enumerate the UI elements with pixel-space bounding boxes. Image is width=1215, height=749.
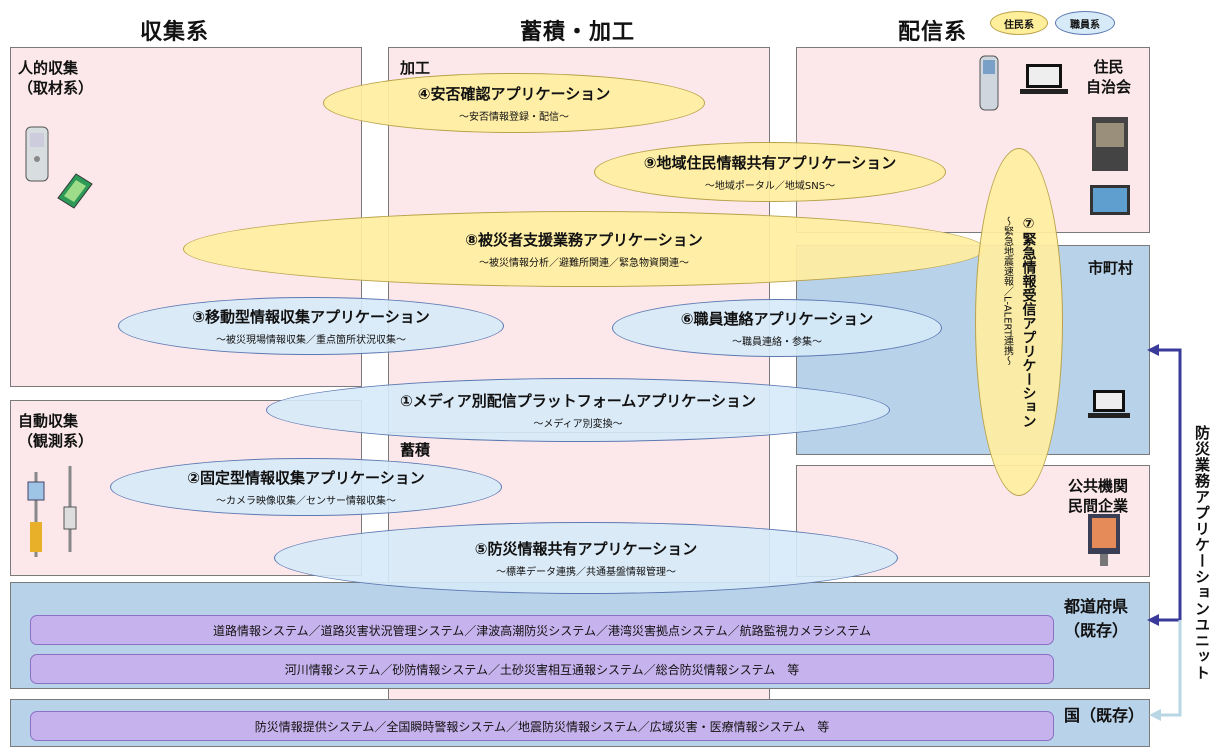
label-country: 国（既存）	[1064, 706, 1145, 725]
app-title: ⑧被災者支援業務アプリケーション	[465, 231, 703, 249]
app-emergency-info-receive[interactable]: ⑦緊急情報受信アプリケーション ～緊急地震速報／L-ALERT連携～	[975, 148, 1063, 496]
unit-arrow	[1147, 344, 1182, 721]
app-subtitle: ～職員連絡・参集～	[732, 337, 822, 348]
app-fixed-info-collection[interactable]: ②固定型情報収集アプリケーション ～カメラ映像収集／センサー情報収集～	[110, 458, 502, 516]
label-residents: 住民 自治会	[1086, 58, 1132, 96]
cellphone-icon	[25, 126, 49, 182]
app-subtitle: ～標準データ連携／共通基盤情報管理～	[496, 567, 676, 578]
app-title: ⑥職員連絡アプリケーション	[680, 310, 874, 328]
label-storage: 蓄積	[400, 441, 431, 459]
app-staff-communication[interactable]: ⑥職員連絡アプリケーション ～職員連絡・参集～	[612, 299, 942, 357]
app-subtitle: ～被災現場情報収集／重点箇所状況収集～	[216, 335, 406, 346]
app-subtitle: ～メディア別変換～	[533, 419, 623, 430]
laptop-icon	[1088, 390, 1130, 418]
monitor-icon	[1090, 185, 1130, 215]
sensor-pole-icon	[27, 466, 77, 557]
app-title: ⑤防災情報共有アプリケーション	[474, 540, 698, 558]
app-subtitle: ～地域ポータル／地域SNS～	[704, 181, 836, 192]
app-safety-confirmation[interactable]: ④安否確認アプリケーション ～安否情報登録・配信～	[323, 73, 705, 133]
label-process: 加工	[400, 59, 431, 77]
label-public: 公共機関 民間企業	[1068, 477, 1129, 515]
signage-icon	[1088, 514, 1120, 566]
app-mobile-info-collection[interactable]: ③移動型情報収集アプリケーション ～被災現場情報収集／重点箇所状況収集～	[118, 297, 504, 355]
header-store: 蓄積・加工	[520, 20, 636, 45]
label-human-collection: 人的収集 （取材系）	[18, 59, 94, 97]
app-victim-support[interactable]: ⑧被災者支援業務アプリケーション ～被災情報分析／避難所関連／緊急物資関連～	[183, 211, 985, 287]
app-subtitle: ～緊急地震速報／L-ALERT連携～	[1001, 216, 1013, 366]
app-title: ①メディア別配信プラットフォームアプリケーション	[400, 392, 756, 410]
tv-icon	[1092, 117, 1128, 171]
bar-country: 防災情報提供システム／全国瞬時警報システム／地震防災情報システム／広域災害・医療…	[30, 711, 1054, 741]
app-media-delivery-platform[interactable]: ①メディア別配信プラットフォームアプリケーション ～メディア別変換～	[266, 378, 890, 442]
legend-staff: 職員系	[1055, 11, 1115, 35]
app-title: ⑦緊急情報受信アプリケーション	[1020, 216, 1037, 428]
panel-residents	[796, 47, 1150, 233]
header-collect: 収集系	[140, 20, 210, 45]
label-municipality: 市町村	[1088, 259, 1134, 277]
bar-prefecture-1: 道路情報システム／道路災害状況管理システム／津波高潮防災システム／港湾災害拠点シ…	[30, 615, 1054, 645]
legend-resident: 住民系	[990, 11, 1048, 35]
pda-icon	[57, 173, 93, 209]
label-prefecture: 都道府県 （既存）	[1064, 597, 1129, 640]
app-subtitle: ～被災情報分析／避難所関連／緊急物資関連～	[479, 258, 689, 269]
app-title: ④安否確認アプリケーション	[417, 85, 611, 103]
app-title: ③移動型情報収集アプリケーション	[192, 308, 430, 326]
app-subtitle: ～カメラ映像収集／センサー情報収集～	[216, 496, 396, 507]
label-auto-collection: 自動収集 （観測系）	[18, 412, 94, 450]
app-title: ⑨地域住民情報共有アプリケーション	[643, 154, 897, 172]
app-disaster-info-sharing[interactable]: ⑤防災情報共有アプリケーション ～標準データ連携／共通基盤情報管理～	[274, 522, 898, 594]
flip-phone-icon	[979, 55, 999, 111]
app-subtitle: ～安否情報登録・配信～	[459, 112, 569, 123]
unit-label: 防災業務アプリケーションユニット	[1193, 425, 1211, 681]
app-community-info-sharing[interactable]: ⑨地域住民情報共有アプリケーション ～地域ポータル／地域SNS～	[594, 142, 946, 202]
laptop-icon	[1020, 64, 1068, 94]
header-deliver: 配信系	[898, 20, 968, 45]
bar-prefecture-2: 河川情報システム／砂防情報システム／土砂災害相互通報システム／総合防災情報システ…	[30, 654, 1054, 684]
app-title: ②固定型情報収集アプリケーション	[187, 469, 425, 487]
